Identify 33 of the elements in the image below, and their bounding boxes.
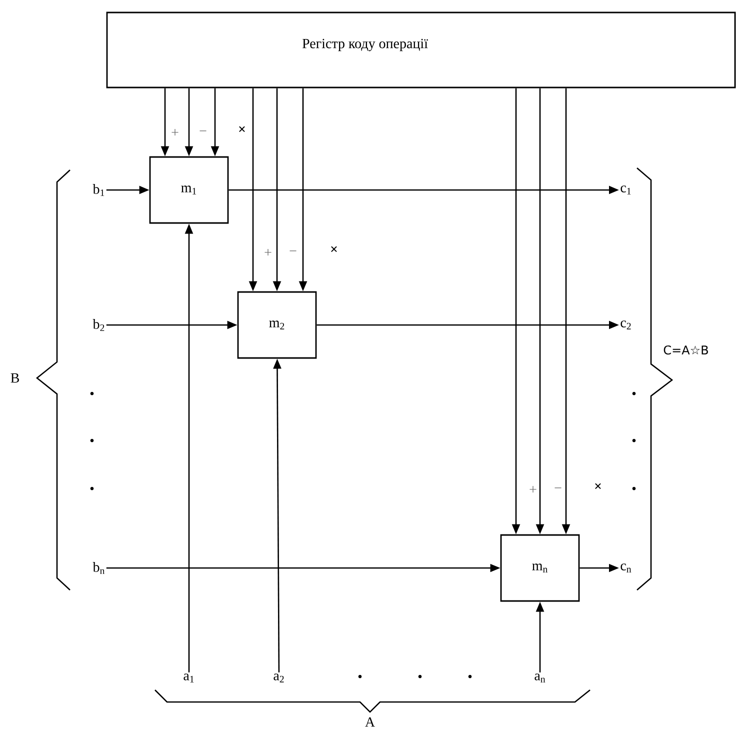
register-box: Регістр коду операції — [106, 12, 736, 88]
signal-label: a$_{n}$ — [534, 674, 546, 682]
signal-label: a$_{2}$ — [274, 674, 284, 682]
signal-label: c$_{2}$ — [620, 320, 631, 330]
ellipsis-dot: • — [418, 674, 422, 678]
ellipsis-dot: • — [358, 674, 362, 678]
sign-label: − — [290, 250, 296, 252]
sign-label: + — [264, 249, 272, 256]
set-label: A — [365, 717, 375, 727]
ellipsis-dot: • — [90, 486, 94, 490]
signal-label: b$_{2}$ — [92, 319, 104, 331]
sign-label: + — [530, 486, 536, 493]
ellipsis-dot: • — [632, 438, 636, 442]
ellipsis-dot: • — [468, 674, 472, 678]
ellipsis-dot: • — [90, 392, 94, 396]
ellipsis-dot: • — [90, 438, 94, 442]
sign-label: + — [172, 129, 178, 136]
set-label: B — [10, 373, 19, 383]
sign-label: × — [331, 246, 337, 252]
ellipsis-dot: • — [632, 486, 636, 490]
signal-label: c$_{n}$ — [620, 564, 632, 572]
signal-label: a$_{1}$ — [184, 674, 194, 682]
signal-label: c$_{1}$ — [620, 186, 631, 194]
set-label: C=A☆B — [664, 345, 708, 355]
unit-box: m$_{n}$ — [500, 534, 580, 602]
sign-label: × — [239, 126, 245, 132]
signal-label: b$_{1}$ — [92, 184, 104, 196]
ellipsis-dot: • — [632, 392, 636, 396]
sign-label: × — [595, 483, 601, 490]
sign-label: − — [200, 130, 206, 132]
unit-box: m$_{2}$ — [237, 291, 317, 359]
signal-label: b$_{n}$ — [92, 562, 105, 574]
unit-box: m$_{1}$ — [149, 156, 229, 224]
